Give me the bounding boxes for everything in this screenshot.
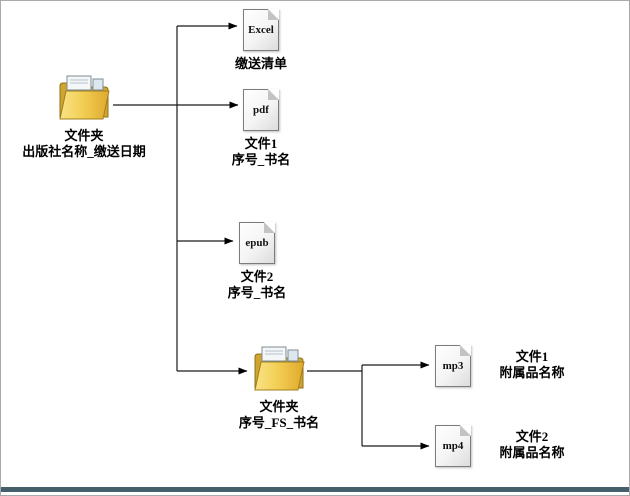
pdf-file-node: pdf 文件1 序号_书名 — [201, 89, 321, 168]
excel-caption: 缴送清单 — [235, 56, 287, 72]
epub-caption-line1: 文件2 — [240, 269, 274, 284]
root-folder-caption: 文件夹 出版社名称_缴送日期 — [22, 128, 146, 160]
window-bottom-edge — [1, 487, 629, 492]
pdf-caption-line1: 文件1 — [244, 136, 278, 151]
epub-caption-line2: 序号_书名 — [227, 284, 287, 300]
sub-folder-node: 文件夹 序号_FS_书名 — [209, 344, 349, 431]
page-fold-icon — [268, 89, 279, 100]
folder-icon — [254, 346, 305, 391]
mp4-icon-label: mp4 — [442, 440, 464, 452]
excel-file-node: Excel 缴送清单 — [201, 9, 321, 72]
mp3-caption-line2: 附属品名称 — [499, 364, 565, 380]
pdf-caption: 文件1 序号_书名 — [232, 136, 291, 168]
epub-icon-label: epub — [245, 237, 269, 249]
mp4-caption-line1: 文件2 — [515, 429, 549, 444]
mp3-caption-line1: 文件1 — [515, 349, 549, 364]
sub-folder-caption-line1: 文件夹 — [259, 399, 299, 414]
mp4-caption: 文件2 附属品名称 — [487, 429, 577, 461]
folder-icon — [59, 75, 110, 120]
root-folder-node: 文件夹 出版社名称_缴送日期 — [9, 73, 159, 160]
excel-icon-label: Excel — [248, 24, 274, 36]
page-fold-icon — [264, 222, 275, 233]
mp4-caption-line2: 附属品名称 — [499, 444, 565, 460]
pdf-file-icon: pdf — [243, 89, 279, 131]
epub-caption: 文件2 序号_书名 — [228, 269, 287, 301]
sub-folder-caption: 文件夹 序号_FS_书名 — [239, 399, 319, 431]
excel-file-icon: Excel — [243, 9, 279, 51]
page-fold-icon — [460, 345, 471, 356]
mp3-file-node: mp3 — [435, 345, 471, 387]
pdf-caption-line2: 序号_书名 — [231, 151, 291, 167]
root-folder-caption-line1: 文件夹 — [64, 128, 104, 143]
mp3-file-icon: mp3 — [435, 345, 471, 387]
excel-caption-line1: 缴送清单 — [234, 56, 287, 71]
pdf-icon-label: pdf — [253, 104, 269, 116]
mp3-caption: 文件1 附属品名称 — [487, 349, 577, 381]
root-folder-caption-line2: 出版社名称_缴送日期 — [22, 143, 146, 159]
page-fold-icon — [268, 9, 279, 20]
epub-file-icon: epub — [239, 222, 275, 264]
sub-folder-caption-line2: 序号_FS_书名 — [238, 414, 320, 430]
page-fold-icon — [460, 425, 471, 436]
mp4-file-node: mp4 — [435, 425, 471, 467]
epub-file-node: epub 文件2 序号_书名 — [197, 222, 317, 301]
mp3-icon-label: mp3 — [442, 360, 464, 372]
mp4-file-icon: mp4 — [435, 425, 471, 467]
